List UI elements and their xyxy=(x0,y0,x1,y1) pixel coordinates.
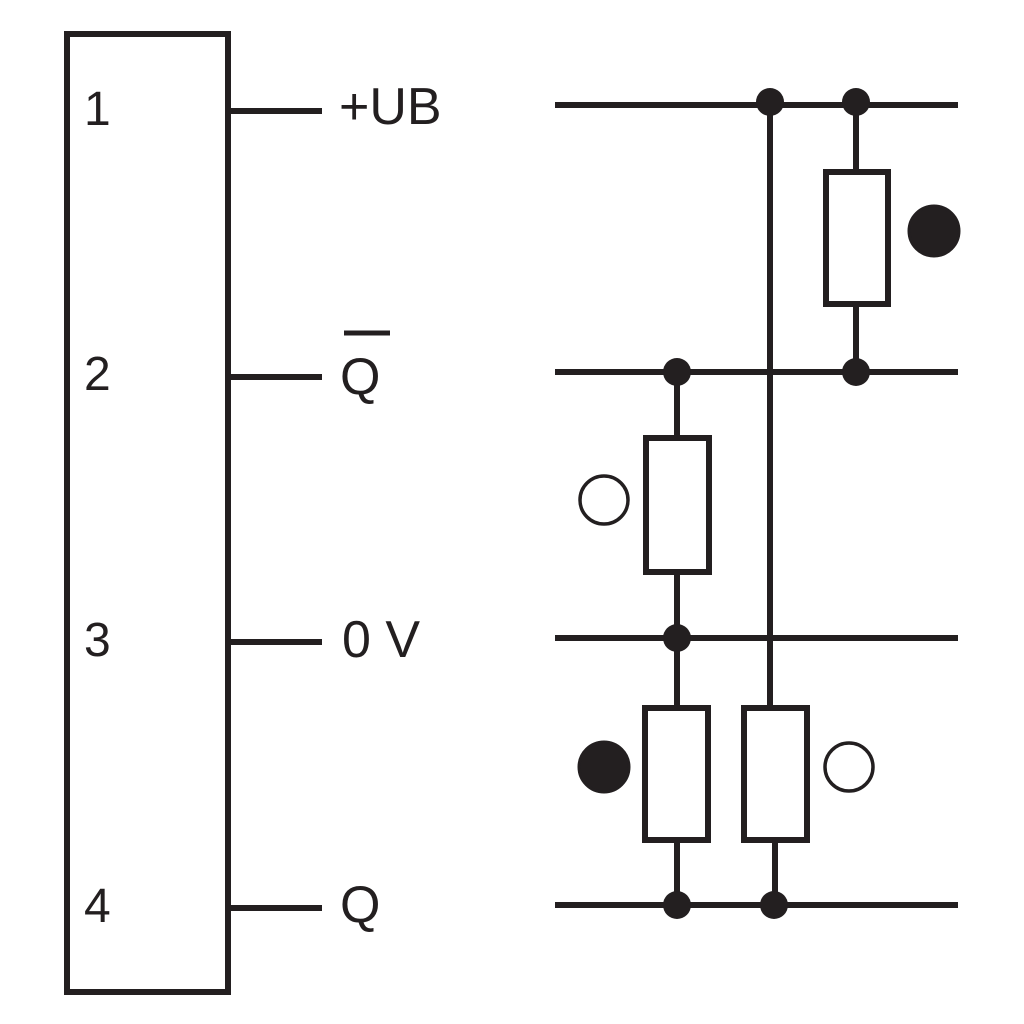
indicator-filled-bottom-left xyxy=(577,740,631,794)
signal-label-q: Q xyxy=(340,876,380,934)
pin-4-number: 4 xyxy=(84,880,111,933)
state-indicators xyxy=(577,204,961,794)
connector-block: 1 2 3 4 xyxy=(64,31,231,995)
pin-3-number: 3 xyxy=(84,614,111,667)
resistor-bottom-right xyxy=(741,705,810,843)
junction-node xyxy=(756,88,784,116)
signal-label-q-bar: Q xyxy=(340,348,380,406)
resistors xyxy=(642,169,891,843)
resistor-bottom-left xyxy=(642,705,711,843)
indicator-open-mid-left xyxy=(578,474,630,526)
resistor-mid-left xyxy=(643,435,712,575)
pin-leads xyxy=(228,108,322,911)
junction-node xyxy=(663,624,691,652)
junction-node xyxy=(842,88,870,116)
signal-labels: +UB Q 0 V Q xyxy=(339,78,442,934)
indicator-open-bottom-right xyxy=(823,741,875,793)
junction-node xyxy=(760,891,788,919)
junction-nodes xyxy=(663,88,870,919)
junction-node xyxy=(842,358,870,386)
signal-label-plus-ub: +UB xyxy=(339,78,442,136)
indicator-filled-top-right xyxy=(907,204,961,258)
junction-node xyxy=(663,358,691,386)
pin-1-number: 1 xyxy=(84,83,111,136)
junction-node xyxy=(663,891,691,919)
connector-outline xyxy=(64,31,231,995)
pin-2-number: 2 xyxy=(84,348,111,401)
resistor-top-right xyxy=(823,169,891,307)
signal-label-0v: 0 V xyxy=(342,611,420,669)
